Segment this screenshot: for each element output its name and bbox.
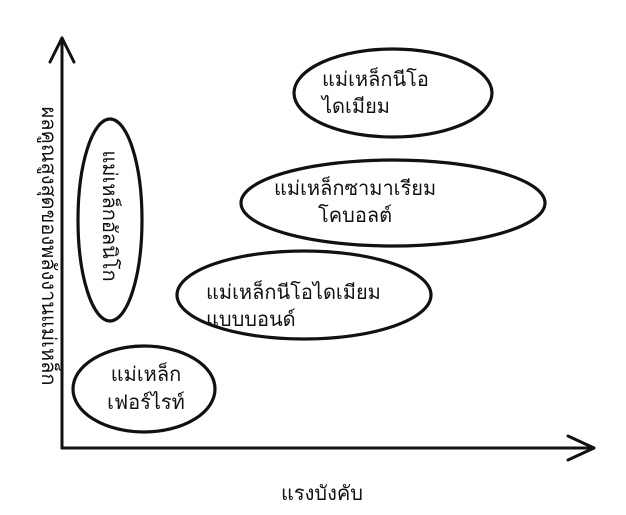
samarium-cobalt-label-line1: แม่เหล็กซามาเรียม (274, 175, 436, 200)
samarium-cobalt-label-line2: โคบอลต์ (318, 203, 392, 227)
ferrite-label-line2: เฟอร์ไรท์ (107, 390, 185, 414)
neodymium-magnet-region: แม่เหล็กนีโอ ไดเมียม (292, 47, 494, 139)
y-axis-label: ผลคูณสูงสุดของพลังงานแม่เหล็ก (36, 107, 62, 386)
neodymium-label-line1: แม่เหล็กนีโอ (322, 66, 429, 91)
ferrite-label-line1: แม่เหล็ก (111, 361, 181, 386)
y-axis-arrowhead (48, 36, 76, 64)
x-axis-label: แรงบังคับ (281, 481, 363, 505)
ferrite-magnet-region: แม่เหล็ก เฟอร์ไรท์ (71, 344, 217, 434)
x-axis-arrowhead (566, 434, 596, 462)
neodymium-label-line2: ไดเมียม (320, 94, 390, 118)
samarium-cobalt-magnet-region: แม่เหล็กซามาเรียม โคบอลต์ (239, 158, 547, 248)
bonded-neodymium-label-line1: แม่เหล็กนีโอไดเมียม (206, 279, 381, 304)
alnico-label: แม่เหล็กอัลนิโก (98, 150, 123, 281)
alnico-magnet-region: แม่เหล็กอัลนิโก (76, 117, 144, 323)
bonded-neodymium-magnet-region: แม่เหล็กนีโอไดเมียม แบบบอนด์ (175, 249, 433, 341)
bonded-neodymium-label-line2: แบบบอนด์ (206, 307, 296, 331)
